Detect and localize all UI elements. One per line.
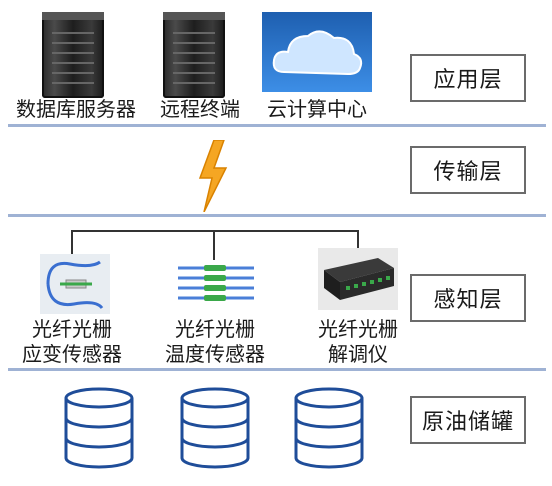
divider-1	[8, 124, 546, 127]
tank-icon-1	[64, 387, 134, 469]
temperature-sensor-label-2: 温度传感器	[165, 342, 265, 366]
temperature-sensor-icon	[178, 265, 254, 301]
demodulator-icon	[318, 248, 398, 310]
strain-sensor-label-1: 光纤光栅	[32, 317, 112, 341]
tank-icon-2	[180, 387, 250, 469]
remote-terminal-label: 远程终端	[160, 97, 240, 121]
perception-layer-box: 感知层	[410, 274, 526, 322]
demodulator-label-1: 光纤光栅	[318, 317, 398, 341]
lightning-icon	[198, 140, 228, 212]
transmission-layer-box: 传输层	[410, 146, 526, 194]
database-server-label: 数据库服务器	[16, 97, 136, 121]
application-layer-box: 应用层	[410, 54, 526, 102]
database-server-icon	[42, 12, 104, 98]
temperature-sensor-label-1: 光纤光栅	[175, 317, 255, 341]
cloud-center-label: 云计算中心	[267, 97, 367, 121]
strain-sensor-label-2: 应变传感器	[22, 342, 122, 366]
storage-layer-box: 原油储罐	[410, 396, 526, 444]
demodulator-label-2: 解调仪	[328, 342, 388, 366]
strain-sensor-icon	[40, 254, 110, 314]
divider-3	[8, 368, 546, 371]
tank-icon-3	[294, 387, 364, 469]
cloud-icon	[262, 12, 372, 92]
divider-2	[8, 214, 546, 217]
remote-terminal-icon	[163, 12, 225, 98]
